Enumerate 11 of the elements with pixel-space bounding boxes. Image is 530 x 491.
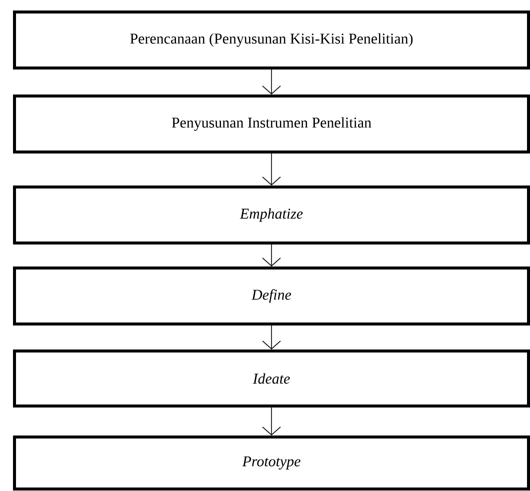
- process-box: Prototype: [13, 435, 530, 490]
- process-box: Penyusunan Instrumen Penelitian: [13, 94, 530, 154]
- arrow: [262, 69, 281, 94]
- process-box: Emphatize: [13, 185, 530, 244]
- process-box: Perencanaan (Penyusunan Kisi-Kisi Penelitian): [13, 10, 530, 70]
- process-box: Ideate: [13, 349, 530, 408]
- arrow: [262, 153, 281, 186]
- arrow: [262, 325, 281, 350]
- arrow: [262, 244, 281, 266]
- process-box: Define: [13, 266, 530, 326]
- arrow: [262, 407, 281, 436]
